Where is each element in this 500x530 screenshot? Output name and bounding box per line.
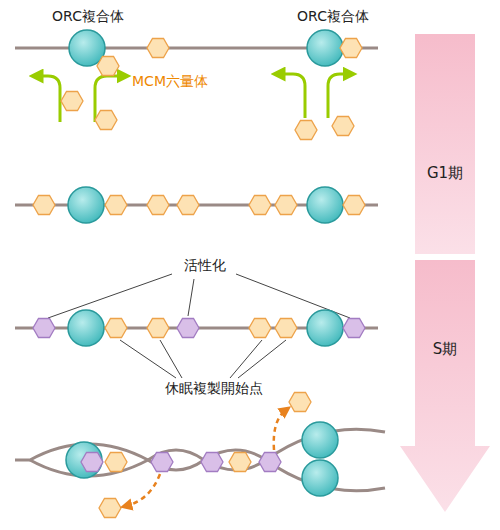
phase-arrow: S期: [400, 260, 490, 514]
mcm-hexamer: [249, 319, 271, 338]
mcm-hexamer: [177, 196, 199, 215]
release-arrow: [126, 474, 160, 506]
annotation: 活性化: [184, 257, 226, 275]
active-mcm: [81, 453, 103, 472]
mcm-hexamer: [249, 196, 271, 215]
transcription-arrow: [36, 76, 60, 122]
mcm-hexamer: [275, 319, 297, 338]
mcm-hexamer: [97, 57, 119, 76]
orc-complex: [307, 30, 343, 66]
mcm-hexamer: [105, 196, 127, 215]
orc-complex: [307, 187, 343, 223]
active-mcm: [151, 453, 173, 472]
mcm-hexamer: [332, 117, 354, 136]
transcription-arrow: [278, 74, 305, 118]
mcm-hexamer: [343, 196, 365, 215]
active-mcm: [343, 319, 365, 338]
phase-band-shape: [415, 34, 475, 254]
orc-complex: [302, 422, 338, 458]
mcm-hexamer: [61, 92, 83, 111]
mcm-hexamer: [340, 39, 362, 58]
phase-shape: [400, 260, 490, 514]
mcm-label: MCM六量体: [132, 73, 208, 91]
phase-label: G1期: [415, 164, 475, 183]
mcm-hexamer: [229, 453, 251, 472]
orc-label: ORC複合体: [52, 8, 124, 26]
orc-complex: [68, 187, 104, 223]
phase-band: G1期: [415, 34, 475, 254]
mcm-hexamer: [295, 121, 317, 140]
mcm-hexamer: [95, 111, 117, 130]
orc-complex: [307, 310, 343, 346]
mcm-hexamer: [105, 319, 127, 338]
transcription-arrow: [328, 74, 350, 118]
active-mcm: [201, 453, 223, 472]
mcm-hexamer: [99, 499, 121, 518]
mcm-hexamer: [105, 453, 127, 472]
leader-lines: [48, 274, 350, 378]
release-arrow: [274, 410, 286, 450]
orc-complex: [66, 442, 102, 478]
mcm-hexamer: [147, 196, 169, 215]
mcm-hexamer: [147, 319, 169, 338]
active-mcm: [177, 319, 199, 338]
orc-complex: [68, 310, 104, 346]
mcm-hexamer: [147, 39, 169, 58]
phase-label: S期: [400, 340, 490, 359]
mcm-hexamer: [275, 196, 297, 215]
mcm-hexamer: [289, 393, 311, 412]
mcm-hexamer: [33, 196, 55, 215]
orc-label: ORC複合体: [297, 8, 369, 26]
active-mcm: [33, 319, 55, 338]
annotation: 休眠複製開始点: [165, 380, 263, 398]
active-mcm: [259, 453, 281, 472]
phase-shape: [415, 34, 475, 254]
orc-complex: [302, 460, 338, 496]
phase-arrow-shape: [400, 260, 490, 512]
